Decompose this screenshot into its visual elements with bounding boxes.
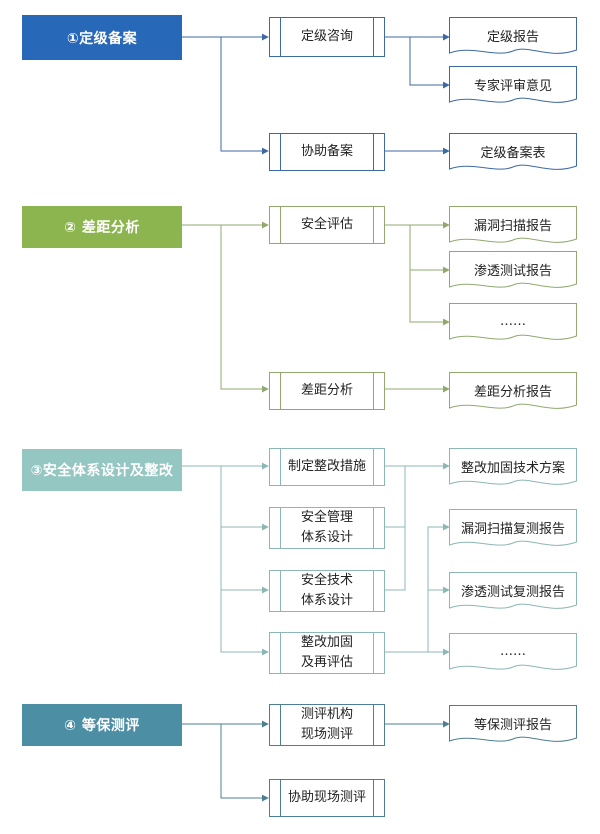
stage-3-label: ③安全体系设计及整改: [30, 463, 174, 479]
arrow-s3-to-p3d: [220, 590, 269, 656]
stage-2-label: ② 差距分析: [64, 220, 140, 236]
document-box: 差距分析报告: [449, 372, 577, 412]
document-shape: [449, 572, 577, 609]
document-label: ……: [500, 313, 526, 329]
arrow-s3-to-p3c: [220, 527, 269, 594]
process-label: 定级咨询: [300, 29, 353, 44]
document-shape: [449, 251, 577, 288]
arrow-s4-to-p4b: [220, 724, 269, 802]
process-box: 安全技术 体系设计: [269, 570, 385, 612]
document-shape: [449, 705, 577, 742]
process-box: 协助备案: [269, 133, 385, 171]
document-label: 专家评审意见: [473, 78, 552, 94]
process-label: 测评机构 现场测评: [300, 707, 353, 742]
stage-2-box: ② 差距分析: [22, 206, 182, 248]
link-p3b-to-d3a: [385, 466, 406, 528]
document-shape: [449, 206, 577, 243]
arrow-p2a-to-d2c: [409, 270, 450, 326]
stage-1-label: ①定级备案: [66, 30, 138, 47]
process-label: 安全评估: [300, 217, 353, 232]
document-shape: [449, 372, 577, 409]
process-label: 安全管理 体系设计: [300, 510, 353, 545]
process-label: 制定整改措施: [287, 459, 366, 474]
arrow-p1a-to-d1b: [409, 37, 450, 89]
arrow-s1-to-p1b: [220, 37, 269, 155]
document-label: 定级报告: [486, 29, 539, 45]
process-box: 定级咨询: [269, 17, 385, 57]
arrow-s2-to-p2b: [220, 225, 269, 393]
arrow-s3-to-p3b: [220, 466, 269, 531]
document-shape: [449, 17, 577, 54]
document-box: 漏洞扫描报告: [449, 206, 577, 246]
document-shape: [449, 448, 577, 485]
stage-4-box: ④ 等保测评: [22, 704, 182, 746]
document-shape: [449, 509, 577, 546]
process-label: 协助现场测评: [287, 790, 366, 805]
process-box: 安全管理 体系设计: [269, 507, 385, 549]
document-label: 漏洞扫描复测报告: [460, 521, 565, 537]
document-shape: [449, 66, 577, 103]
link-p3c-to-d3a: [385, 527, 406, 591]
process-label: 差距分析: [300, 383, 353, 398]
document-box: 专家评审意见: [449, 66, 577, 106]
arrow-p2a-to-d2b: [409, 225, 450, 274]
document-label: ……: [500, 643, 526, 659]
document-box: 定级报告: [449, 17, 577, 57]
process-label: 整改加固 及再评估: [300, 635, 353, 670]
document-shape: [449, 133, 577, 170]
document-box: 等保测评报告: [449, 705, 577, 745]
document-label: 定级备案表: [480, 145, 546, 161]
document-box: 定级备案表: [449, 133, 577, 173]
process-box: 差距分析: [269, 372, 385, 410]
document-box: 渗透测试报告: [449, 251, 577, 291]
process-box: 安全评估: [269, 206, 385, 244]
document-label: 渗透测试复测报告: [460, 584, 565, 600]
stage-1-box: ①定级备案: [22, 15, 182, 60]
process-box: 制定整改措施: [269, 448, 385, 486]
process-box: 整改加固 及再评估: [269, 632, 385, 674]
document-label: 漏洞扫描报告: [473, 218, 552, 234]
document-box: 漏洞扫描复测报告: [449, 509, 577, 549]
document-box: 渗透测试复测报告: [449, 572, 577, 612]
document-label: 整改加固技术方案: [460, 460, 565, 476]
document-box: ……: [449, 633, 577, 673]
stage-4-label: ④ 等保测评: [64, 718, 140, 734]
document-box: 整改加固技术方案: [449, 448, 577, 488]
stage-3-box: ③安全体系设计及整改: [22, 449, 182, 491]
document-label: 等保测评报告: [473, 717, 552, 733]
document-label: 渗透测试报告: [473, 263, 552, 279]
process-box: 测评机构 现场测评: [269, 704, 385, 746]
process-label: 协助备案: [300, 144, 353, 159]
process-label: 安全技术 体系设计: [300, 573, 353, 608]
document-shape: [449, 633, 577, 670]
document-label: 差距分析报告: [473, 384, 552, 400]
document-box: ……: [449, 303, 577, 343]
process-box: 协助现场测评: [269, 779, 385, 817]
document-shape: [449, 303, 577, 340]
